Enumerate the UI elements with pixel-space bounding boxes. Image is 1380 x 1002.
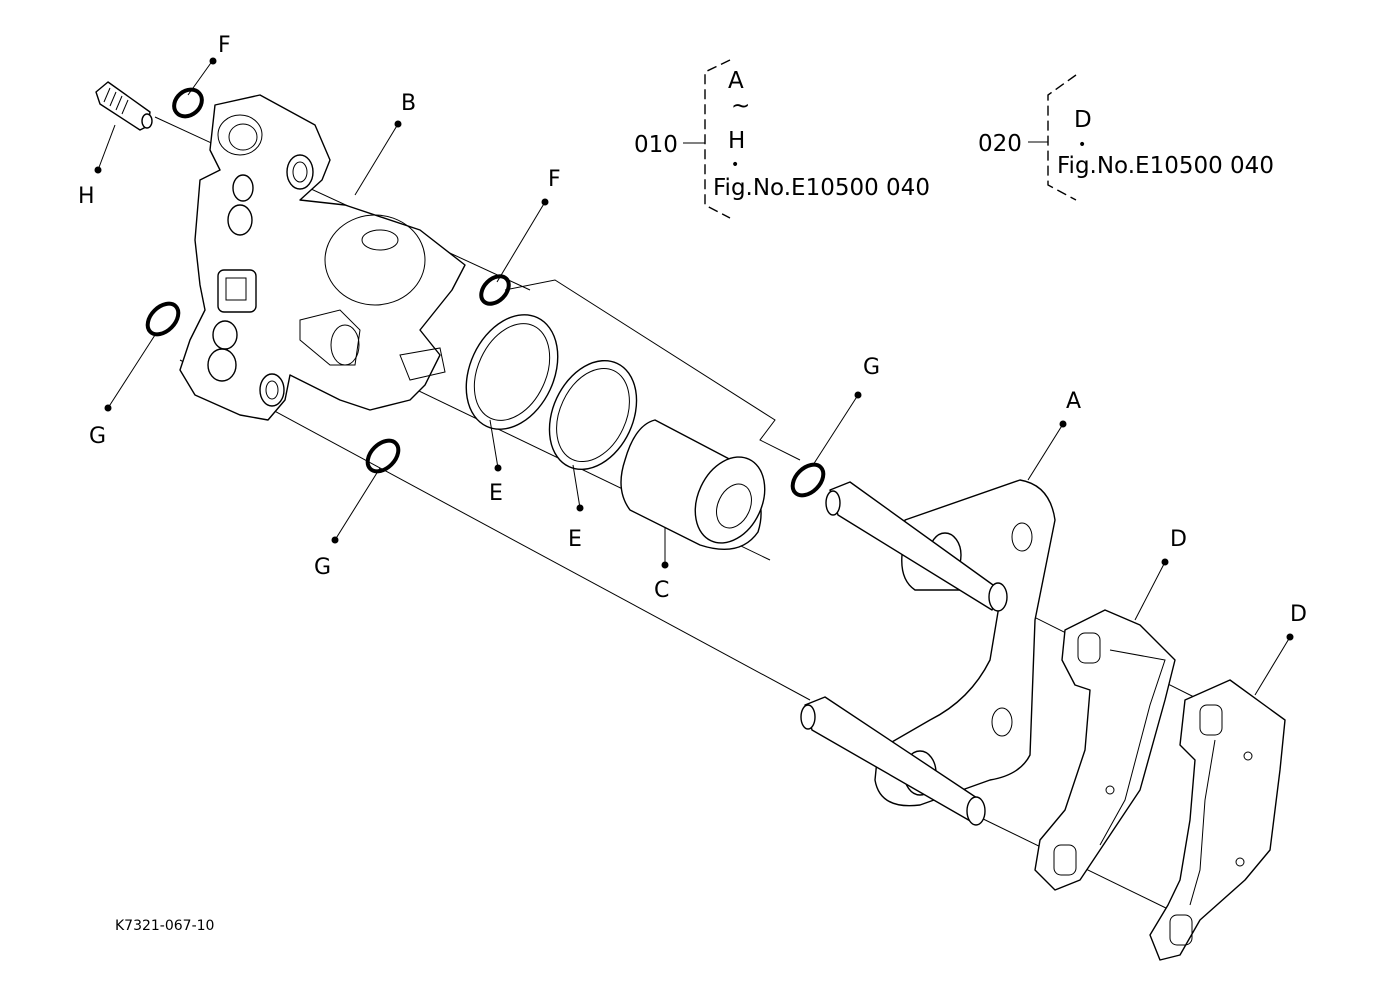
callout-g-right: G: [863, 355, 880, 380]
seal-rings-part-e: [465, 314, 638, 471]
piston-part-c: [620, 419, 766, 551]
callout-labels: F B H F G G E E C G A D D: [78, 33, 1307, 627]
drawing-code: K7321-067-10: [115, 918, 214, 934]
bracket-010-from: A: [728, 68, 744, 94]
bracket-020-bullet: •: [1078, 137, 1086, 153]
bracket-010-fig: Fig.No.E10500 040: [713, 175, 930, 201]
callout-g-left: G: [89, 424, 106, 449]
callout-h: H: [78, 184, 95, 209]
caliper-body-part-b: [179, 94, 466, 421]
leader-lines: [94, 57, 1294, 696]
reference-bracket-020: 020 D • Fig.No.E10500 040: [978, 74, 1274, 201]
bracket-010-to: H: [728, 128, 745, 154]
o-ring-g-left: [145, 301, 181, 337]
o-ring-f-upper: [172, 87, 204, 119]
callout-d-outer: D: [1290, 602, 1307, 627]
callout-f-top: F: [218, 33, 231, 58]
support-bracket-part-a: [800, 479, 1056, 826]
bracket-020-item: D: [1074, 107, 1092, 133]
callout-c: C: [654, 578, 669, 603]
reference-bracket-010: 010 A ~ H • Fig.No.E10500 040: [634, 59, 930, 219]
callout-e-first: E: [489, 481, 503, 506]
bleeder-screw-part-h: [95, 81, 153, 131]
bracket-010-tilde: ~: [731, 93, 750, 119]
o-ring-g-lower: [365, 438, 401, 474]
o-ring-f-middle: [479, 274, 511, 306]
bracket-020-fig: Fig.No.E10500 040: [1057, 153, 1274, 179]
o-ring-g-right: [790, 462, 826, 498]
callout-g-lower: G: [314, 555, 331, 580]
bracket-020-code: 020: [978, 131, 1022, 157]
callout-e-second: E: [568, 527, 582, 552]
callout-d-inner: D: [1170, 527, 1187, 552]
callout-f-middle: F: [548, 167, 561, 192]
callout-a: A: [1066, 389, 1081, 414]
bracket-010-bullet: •: [731, 157, 739, 173]
brake-pad-inner-part-d: [1034, 609, 1176, 891]
callout-b: B: [401, 91, 416, 116]
o-rings: [145, 87, 826, 498]
brake-pad-outer-part-d: [1149, 679, 1286, 961]
bracket-010-code: 010: [634, 132, 678, 158]
